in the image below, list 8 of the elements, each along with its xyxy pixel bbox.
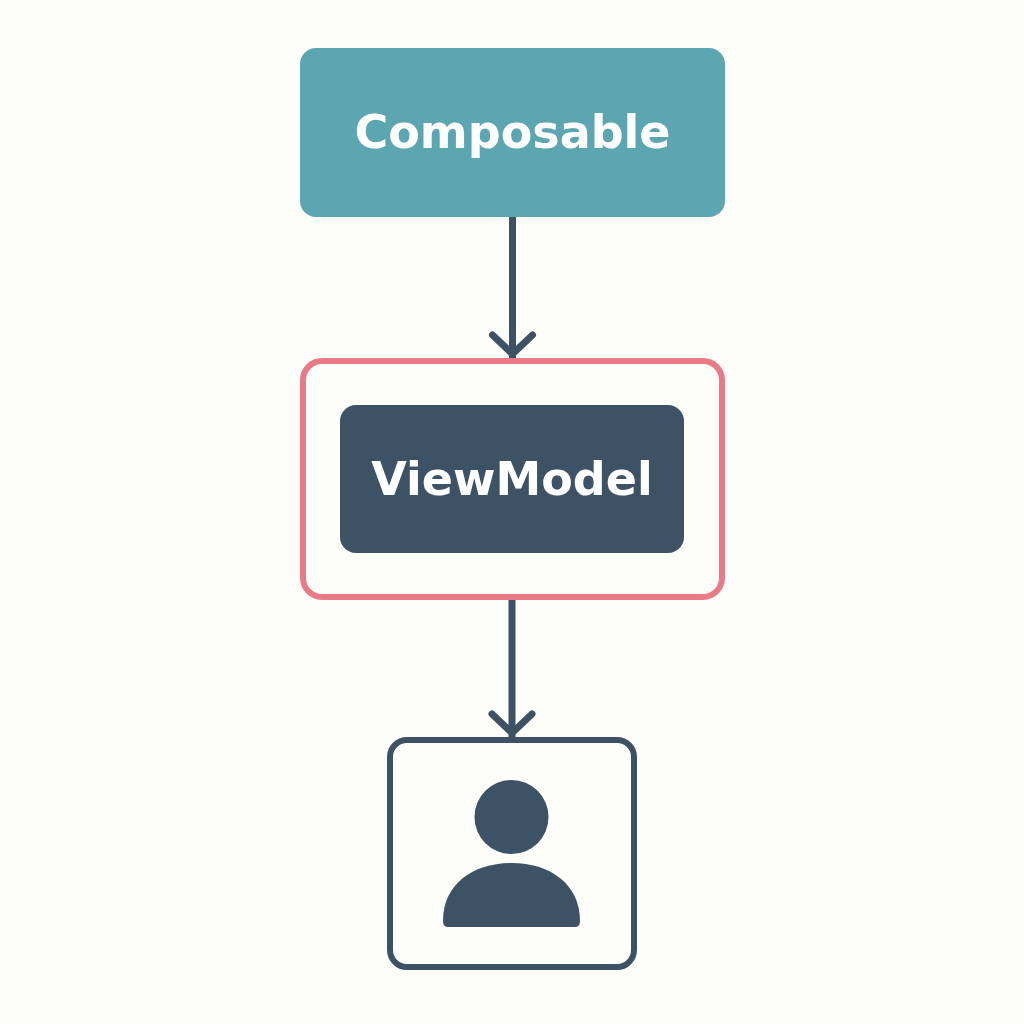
node-label: Composable — [354, 106, 671, 159]
avatar-frame — [387, 737, 637, 970]
arrow — [488, 600, 536, 737]
container-frame — [300, 358, 725, 600]
process-box — [340, 405, 684, 553]
node-label: ViewModel — [371, 452, 653, 506]
arrow — [489, 217, 536, 358]
process-box — [300, 48, 725, 217]
